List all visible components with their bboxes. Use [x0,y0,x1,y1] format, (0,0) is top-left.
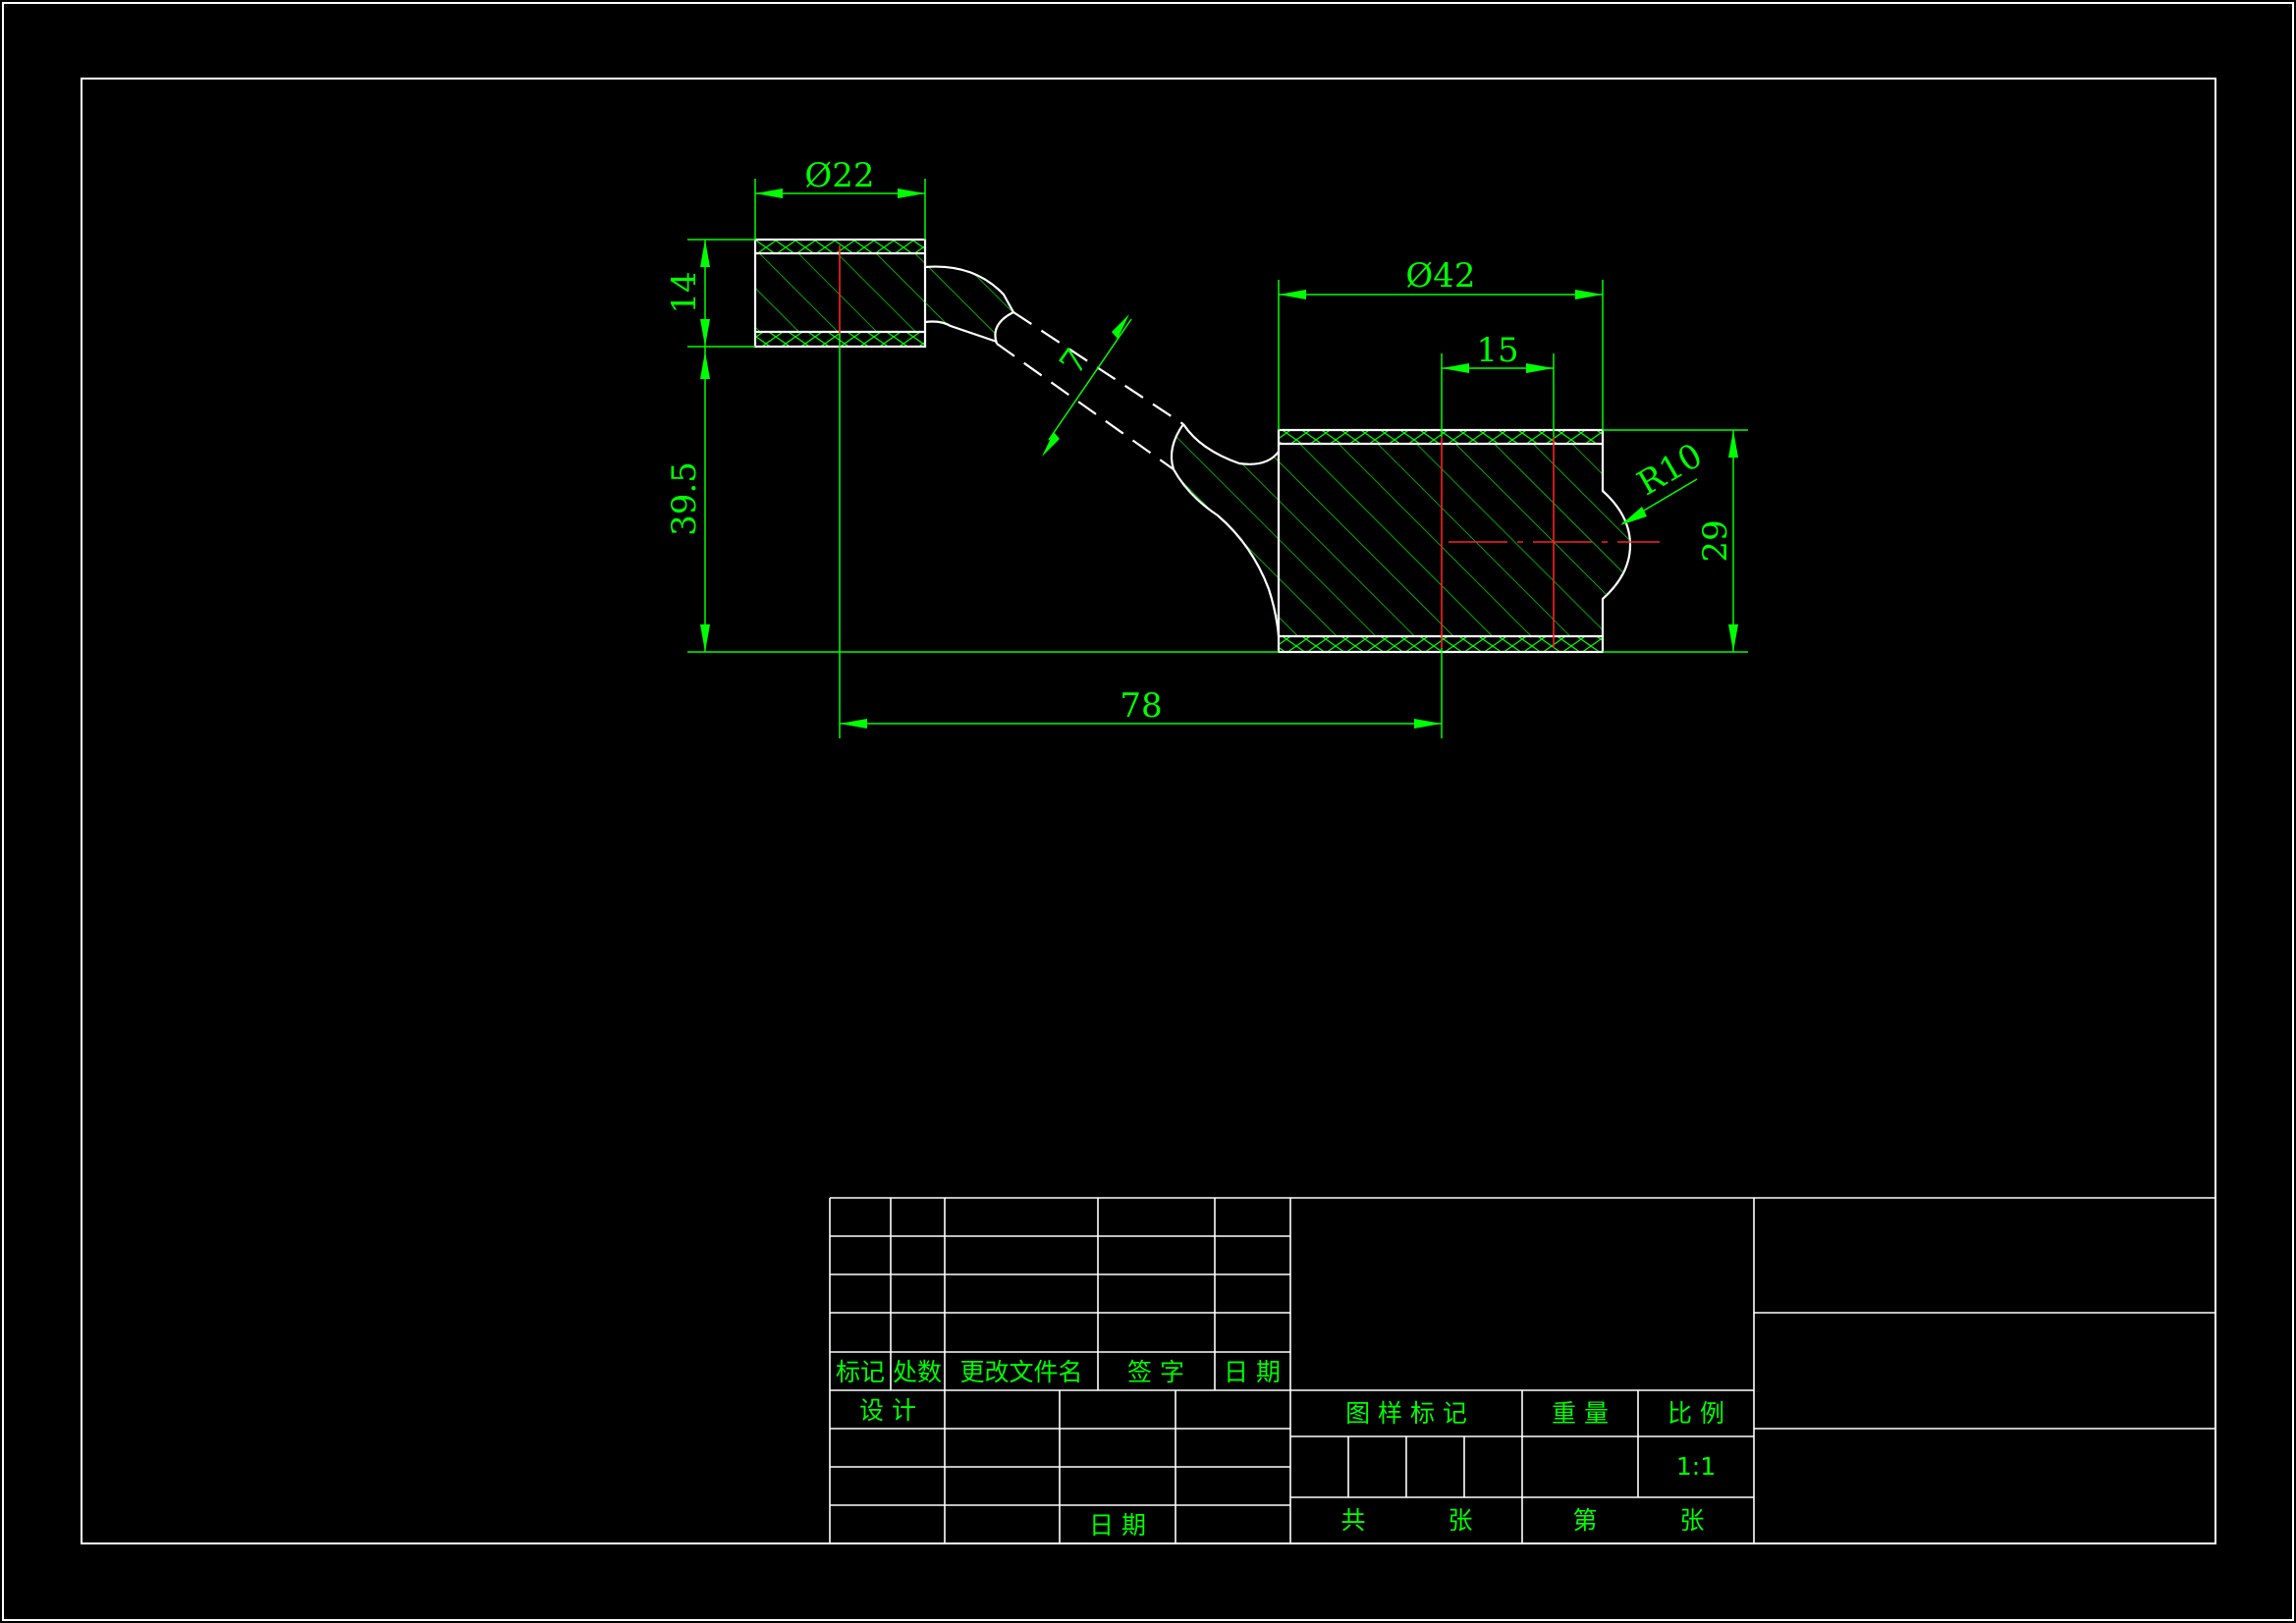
arm-break-left [994,311,1014,345]
inner-frame [81,78,2216,1544]
dim-right-height: 29 [1696,519,1735,562]
tb-design: 设 计 [859,1396,916,1425]
tb-weight: 重 量 [1552,1399,1609,1428]
dimension-texts: Ø22 14 7 Ø42 15 39.5 29 R10 78 [665,156,1735,726]
tb-sheet-no: 第 [1572,1506,1597,1535]
dim-right-dia: Ø42 [1405,256,1475,296]
arm-lower-top-outline [1182,423,1280,465]
dim-center-distance: 78 [1120,686,1162,726]
right-boss-top-band [1279,430,1603,444]
arm-upper-outline-lower [924,320,998,344]
dimension-lines [687,179,1748,738]
web-edge-lower [996,343,1175,470]
arm-upper-outline [924,265,1014,313]
arm-lower-bottom-outline [1173,468,1281,637]
tb-date: 日 期 [1089,1511,1146,1540]
dim-left-dia: Ø22 [804,156,874,195]
centerlines [839,245,1660,648]
tb-header-sign: 签 字 [1127,1358,1184,1386]
tb-header-mark: 标记 [836,1358,885,1386]
dim-left-height: 14 [665,271,704,313]
right-boss-bottom-band [1279,636,1603,652]
right-boss-bulge-hatch [1603,491,1630,599]
tb-header-date: 日 期 [1224,1358,1281,1386]
tb-scale-label: 比 例 [1667,1399,1724,1428]
tb-total: 共 [1340,1506,1365,1535]
dim-inner-width: 15 [1476,331,1518,370]
arm-lower-hatch [1172,424,1279,648]
arm-break-right [1170,423,1184,470]
dim-radius: R10 [1631,436,1710,504]
tb-header-count: 处数 [893,1358,942,1386]
dim-web-thickness: 7 [1052,342,1096,382]
tb-sheet-unit-2: 张 [1679,1506,1704,1535]
part-section [753,238,1632,654]
dim-vertical-offset: 39.5 [665,461,704,536]
tb-sheet-unit-1: 张 [1448,1506,1472,1535]
arm-upper-hatch [925,266,1013,342]
tb-header-doc: 更改文件名 [959,1358,1082,1386]
tb-scale-value: 1:1 [1676,1452,1716,1481]
right-boss-hatch [1279,444,1603,636]
tb-drawing-mark: 图 样 标 记 [1345,1399,1467,1428]
title-block: 标记 处数 更改文件名 签 字 日 期 设 计 日 期 图 样 标 记 重 量 … [829,1197,2215,1543]
